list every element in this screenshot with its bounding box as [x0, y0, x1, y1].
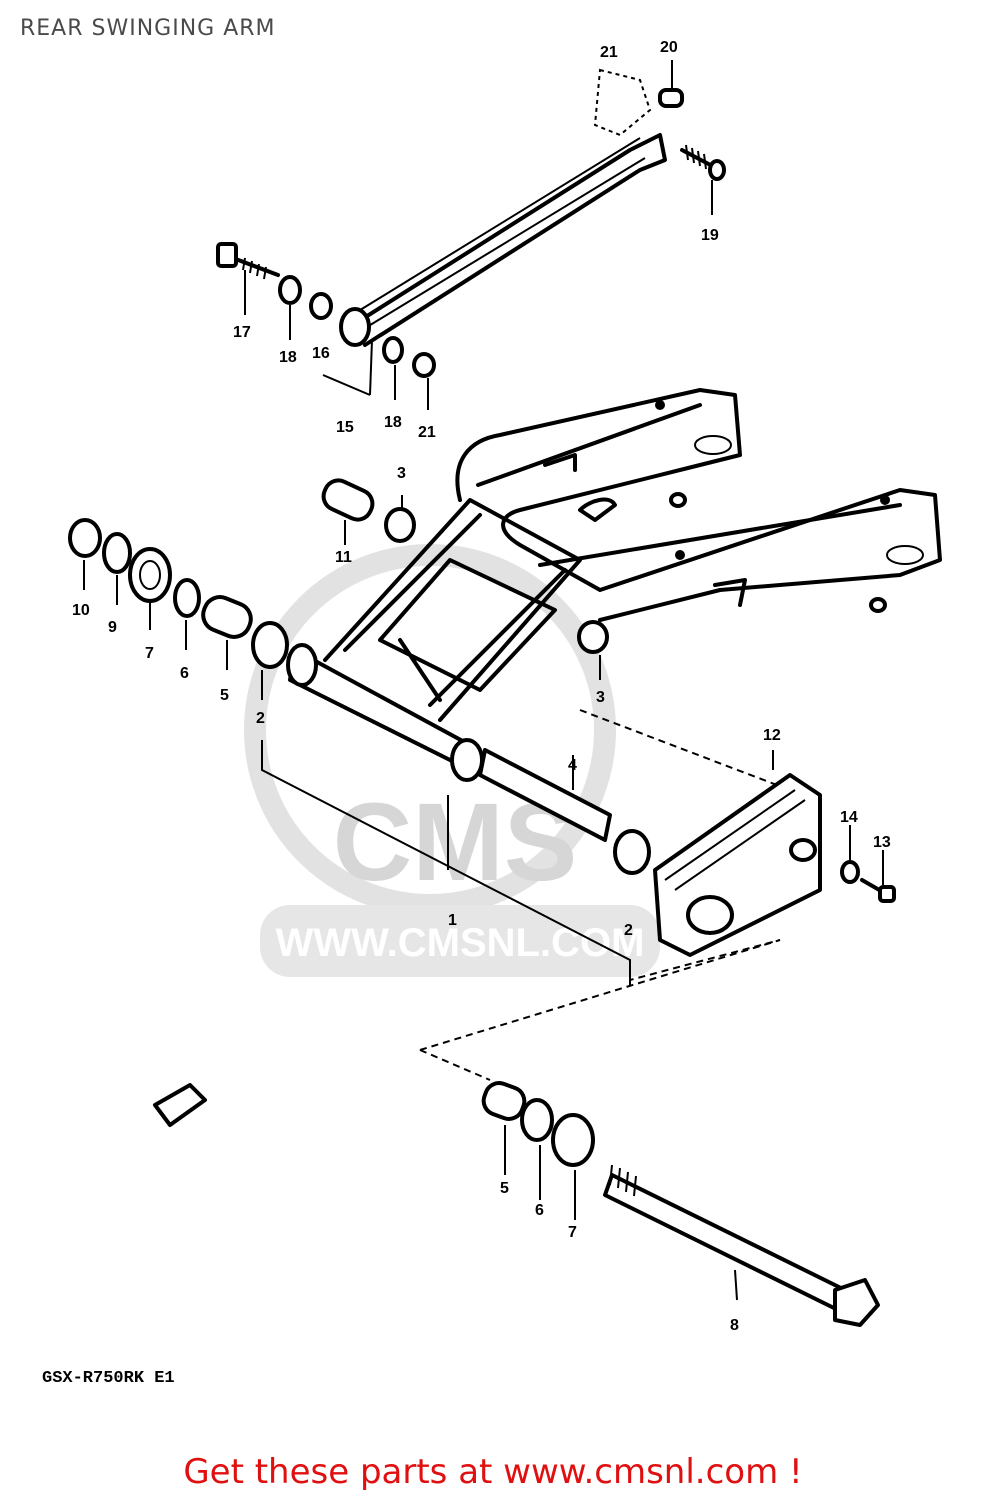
leader-lines	[83, 60, 884, 1301]
callout-10: 10	[72, 602, 90, 619]
callout-7: 7	[568, 1224, 577, 1241]
callout-6: 6	[535, 1202, 544, 1219]
watermark-url: WWW.CMSNL.COM	[276, 921, 645, 965]
callout-labels: 1 2 2 3 3 4 5 5 6 6 7 7 8 9 10 11 12 13 …	[72, 39, 891, 1334]
callout-16: 16	[312, 345, 330, 362]
callout-20: 20	[660, 39, 678, 56]
pivot-shaft-parts	[450, 709, 791, 875]
parts-link-banner[interactable]: Get these parts at www.cmsnl.com !	[183, 1452, 803, 1492]
callout-18: 18	[279, 349, 297, 366]
callout-7: 7	[145, 645, 154, 662]
callout-18: 18	[384, 414, 402, 431]
callout-3: 3	[397, 465, 406, 482]
callout-13: 13	[873, 834, 891, 851]
chain-adjuster	[653, 773, 896, 957]
callout-5: 5	[500, 1180, 509, 1197]
torque-rod-assembly	[216, 68, 726, 396]
callout-19: 19	[701, 227, 719, 244]
callout-21: 21	[600, 44, 618, 61]
callout-4: 4	[568, 757, 577, 774]
pivot-parts-left	[68, 478, 609, 669]
callout-11: 11	[335, 549, 352, 566]
callout-2: 2	[256, 710, 265, 727]
callout-17: 17	[233, 324, 251, 341]
callout-15: 15	[336, 419, 354, 436]
callout-6: 6	[180, 665, 189, 682]
callout-1: 1	[448, 912, 457, 929]
callout-8: 8	[730, 1317, 739, 1334]
page-title: REAR SWINGING ARM	[20, 16, 276, 41]
callout-9: 9	[108, 619, 117, 636]
axle-parts	[153, 939, 880, 1327]
callout-5: 5	[220, 687, 229, 704]
callout-3: 3	[596, 689, 605, 706]
callout-21: 21	[418, 424, 436, 441]
callout-12: 12	[763, 727, 781, 744]
callout-14: 14	[840, 809, 858, 826]
model-code: GSX-R750RK E1	[42, 1369, 175, 1388]
cms-watermark: CMS WWW.CMSNL.COM	[244, 544, 660, 977]
callout-2: 2	[624, 922, 633, 939]
